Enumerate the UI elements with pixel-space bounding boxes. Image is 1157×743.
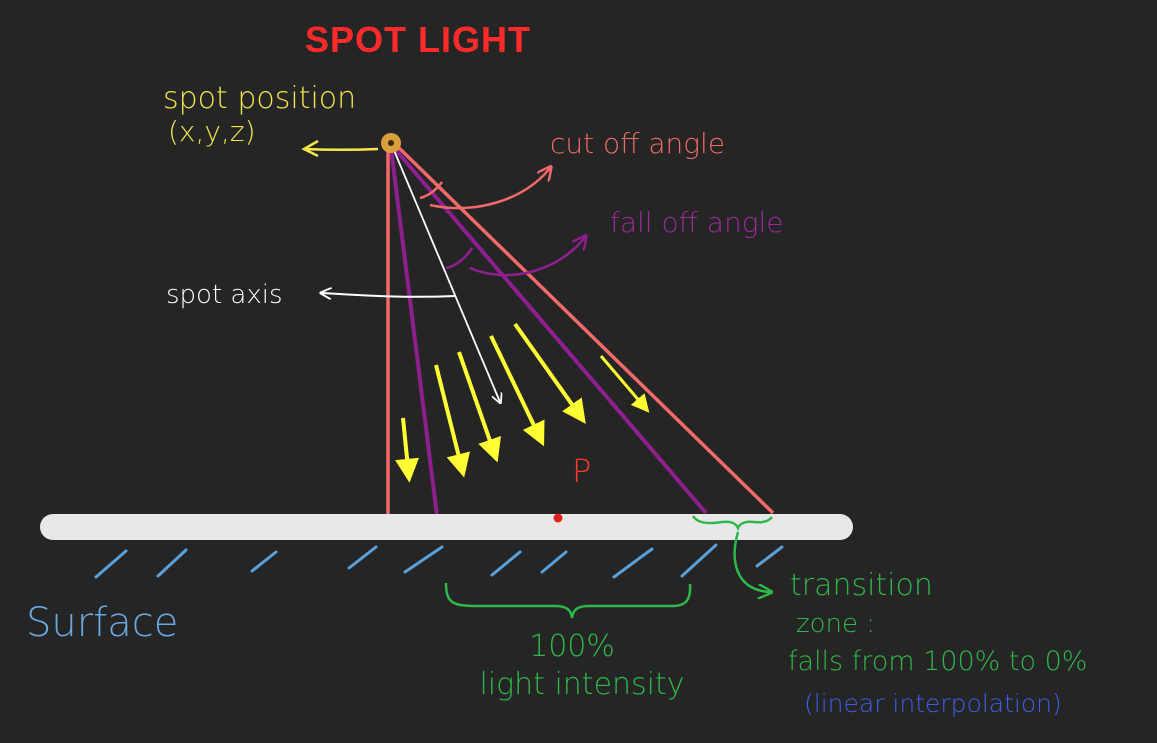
- falloff-angle-pointer: [469, 237, 585, 277]
- light-ray: [489, 335, 545, 447]
- spot-axis-pointer: [322, 293, 456, 297]
- hatch-mark: [403, 545, 444, 574]
- falloff-line-left: [389, 147, 439, 517]
- interpolation-note: (linear interpolation): [804, 689, 1062, 718]
- hatch-mark: [490, 550, 522, 577]
- transition-zone-description: falls from 100% to 0%: [788, 646, 1087, 677]
- falloff-angle-label: fall off angle: [610, 206, 784, 239]
- hatch-mark: [755, 545, 784, 568]
- cutoff-angle-pointer: [429, 168, 550, 210]
- surface-label: Surface: [26, 600, 178, 646]
- spot-axis-label: spot axis: [166, 280, 283, 310]
- light-ray: [457, 351, 502, 463]
- point-p-dot: [553, 513, 563, 523]
- hatch-mark: [540, 550, 568, 574]
- hatch-mark: [680, 543, 718, 578]
- light-ray: [599, 355, 650, 413]
- spot-source-center: [388, 140, 394, 146]
- spot-position-arrow: [303, 147, 379, 151]
- light-rays: [395, 322, 650, 483]
- transition-zone-title: transition: [790, 568, 933, 603]
- transition-zone-brace: [691, 515, 773, 532]
- full-intensity-brace: [444, 582, 692, 619]
- surface-hatching: [94, 543, 784, 579]
- light-ray: [434, 364, 470, 478]
- spot-position-label: spot position: [163, 81, 356, 116]
- light-ray: [395, 417, 420, 483]
- falloff-line-right: [392, 146, 708, 515]
- cutoff-line-right: [394, 143, 775, 515]
- transition-zone-title-cont: zone :: [796, 609, 875, 639]
- hatch-mark: [156, 548, 188, 578]
- diagram-title: SPOT LIGHT: [305, 19, 531, 60]
- light-ray: [513, 322, 586, 424]
- full-intensity-label-text: light intensity: [479, 667, 684, 702]
- point-p-label: P: [572, 452, 591, 490]
- spot-position-coords: (x,y,z): [168, 115, 256, 148]
- falloff-angle-arc: [445, 247, 474, 270]
- hatch-mark: [347, 545, 378, 570]
- spot-axis-line: [392, 147, 500, 402]
- surface-bar: [40, 514, 853, 540]
- hatch-mark: [612, 547, 654, 579]
- cutoff-angle-arc: [419, 181, 443, 200]
- hatch-mark: [250, 550, 278, 573]
- full-intensity-label-value: 100%: [529, 629, 615, 664]
- cutoff-angle-label: cut off angle: [550, 127, 725, 160]
- spot-position-arrowhead: [301, 139, 319, 158]
- hatch-mark: [94, 549, 128, 579]
- transition-zone-pointer: [733, 531, 770, 592]
